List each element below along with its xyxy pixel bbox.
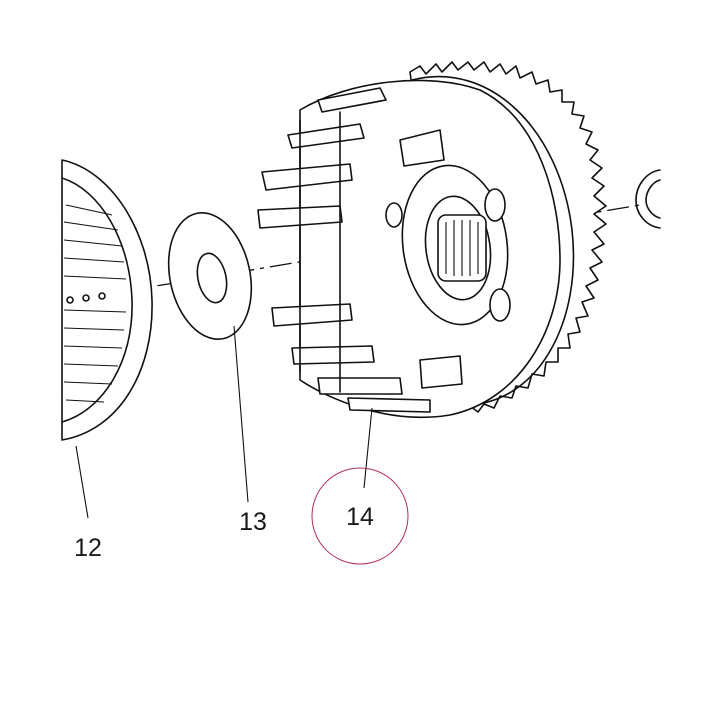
part-13-washer bbox=[167, 212, 253, 340]
needle-bearing bbox=[437, 214, 487, 282]
right-ring-part bbox=[635, 169, 661, 229]
callout-label-12: 12 bbox=[74, 534, 102, 562]
callout-14-highlight-circle bbox=[311, 467, 409, 565]
basket-fingers bbox=[257, 87, 463, 413]
callout-label-14: 14 bbox=[346, 503, 374, 531]
callout-label-13: 13 bbox=[239, 508, 267, 536]
leader-lines bbox=[75, 325, 373, 519]
part-14-clutch-basket bbox=[257, 61, 607, 419]
part-12-inner-hub bbox=[61, 159, 153, 441]
